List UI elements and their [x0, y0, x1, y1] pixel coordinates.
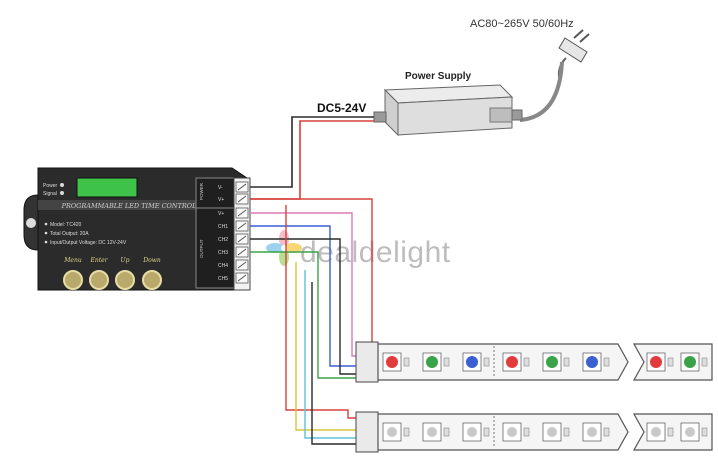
dc-voltage-label: DC5-24V	[317, 101, 366, 115]
strip-connector	[355, 411, 379, 453]
led-controller: PROGRAMMABLE LED TIME CONTROLLER Power S…	[23, 167, 251, 291]
led-strip	[355, 341, 713, 383]
ac-plug	[557, 29, 590, 83]
button-label-up: Up	[121, 257, 130, 264]
dc-negative-wire	[250, 116, 374, 188]
terminal-label: V+	[218, 211, 224, 217]
terminal-label: V+	[218, 197, 224, 203]
terminal-label: CH2	[218, 237, 228, 243]
signal-wire	[295, 262, 360, 431]
group-label-output: OUTPUT	[199, 239, 204, 258]
signal-wire	[250, 225, 378, 367]
signal-wire	[250, 198, 378, 346]
power-supply-unit	[373, 84, 523, 137]
signal-wire	[250, 212, 378, 357]
terminal-label: CH3	[218, 250, 228, 256]
down-button[interactable]	[142, 270, 162, 290]
signal-wire	[285, 205, 360, 419]
terminal-label: CH4	[218, 263, 228, 269]
signal-wire	[250, 251, 360, 379]
button-label-enter: Enter	[89, 257, 108, 264]
led-strips	[355, 341, 713, 453]
power-supply-label: Power Supply	[405, 71, 472, 82]
enter-button[interactable]	[89, 270, 109, 290]
watermark-text: dealdelight	[300, 236, 451, 269]
led-strip	[355, 411, 713, 453]
ac-cable	[519, 61, 564, 122]
button-label-menu: Menu	[63, 257, 82, 264]
controller-title: PROGRAMMABLE LED TIME CONTROLLER	[61, 202, 211, 210]
signal-wire	[311, 282, 360, 445]
watermark: dealdelight	[266, 230, 451, 269]
signal-wire	[304, 270, 360, 439]
indicator-label-power: Power	[43, 183, 58, 189]
info-line-output: Total Output: 20A	[50, 231, 89, 237]
mains-voltage-label: AC80~265V 50/60Hz	[470, 18, 574, 30]
strip-connector	[355, 341, 379, 383]
terminal-label: V-	[218, 185, 223, 191]
group-label-power: POWER	[199, 182, 204, 200]
up-button[interactable]	[115, 270, 135, 290]
watermark-flower-icon	[266, 230, 302, 266]
info-line-model: Model: TC420	[50, 222, 82, 228]
button-label-down: Down	[142, 257, 161, 264]
menu-button[interactable]	[63, 270, 83, 290]
power-indicator-icon	[60, 183, 64, 187]
terminal-label: CH5	[218, 276, 228, 282]
info-line-voltage: Input/Output Voltage: DC 12V-24V	[50, 240, 127, 246]
indicator-label-signal: Signal	[43, 191, 57, 197]
signal-indicator-icon	[60, 191, 64, 195]
lcd-screen	[76, 177, 138, 198]
terminal-label: CH1	[218, 224, 228, 230]
